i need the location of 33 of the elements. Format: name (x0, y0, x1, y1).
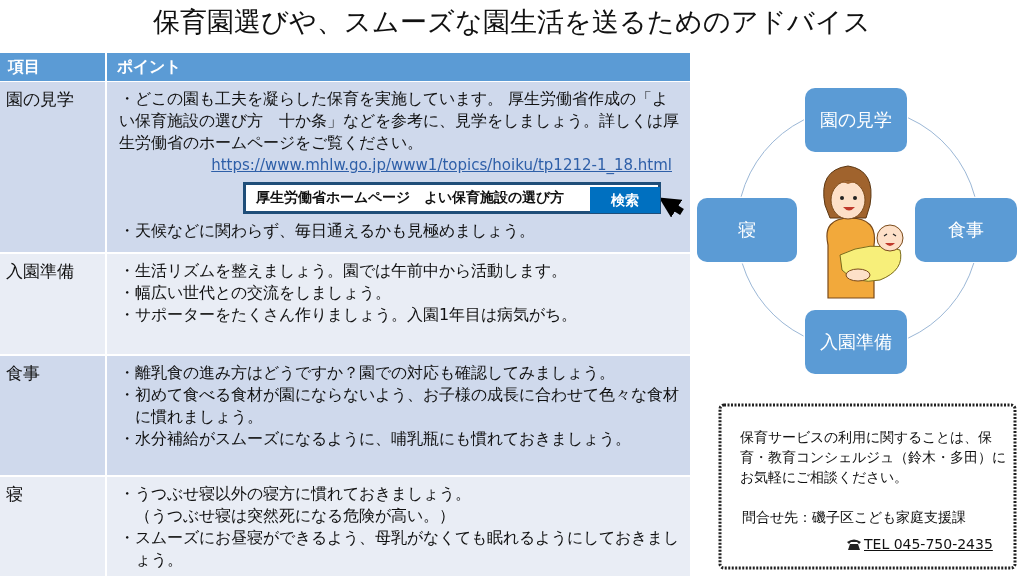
connector-arc (741, 263, 804, 337)
bullet-text: ・生活リズムを整えましょう。園では午前中から活動します。 (119, 260, 568, 282)
title: 保育園選びや、スムーズな園生活を送るためのアドバイス (152, 5, 872, 39)
contact-text: 問合せ先：磯子区こども家庭支援課 (742, 509, 966, 527)
table-header-cell: ポイント (107, 53, 690, 81)
bullet-text: ・スムーズにお昼寝ができるよう、母乳がなくても眠れるようにしておきましょう。 (119, 527, 680, 571)
bullet-text: ・サポーターをたくさん作りましょう。入園1年目は病気がち。 (119, 304, 579, 326)
bullet-text: ・どこの園も工夫を凝らした保育を実施しています。 厚生労働省作成の「よい保育施設の選び方 十か条」などを参考に、見学をしましょう。詳しくは厚生労働省のホームページをご覧ください。 (119, 88, 680, 154)
cycle-box: 食事 (915, 198, 1017, 262)
table-header-cell: 項目 (0, 53, 105, 81)
bullet-text: ・初めて食べる食材が園にならないよう、お子様の成長に合わせて色々な食材に慣れましょう。 (119, 384, 680, 428)
table-cell: 入園準備 (0, 254, 105, 354)
search-button: 検索 (590, 187, 660, 213)
search-text: 厚生労働省ホームページ よい保育施設の選び方 (256, 189, 564, 207)
table-cell: 園の見学 (0, 82, 105, 252)
connector-arc (907, 117, 976, 198)
bullet-text: ・水分補給がスムーズになるように、哺乳瓶にも慣れておきましょう。 (119, 428, 632, 450)
connector-arc (907, 262, 975, 339)
phone-number: TEL 045-750-2435 (864, 536, 993, 552)
bullet-text: ・天候などに関わらず、毎日通えるかも見極めましょう。 (119, 220, 536, 242)
bullet-text: （うつぶせ寝は突然死になる危険が高い。） (134, 505, 456, 527)
cycle-box: 入園準備 (805, 310, 907, 374)
search-bar (243, 182, 661, 214)
url-link: https://www.mhlw.go.jp/www1/topics/hoiku/tp1212-1_18.html (211, 156, 672, 174)
bullet-text: ・うつぶせ寝以外の寝方に慣れておきましょう。 (119, 483, 472, 505)
table-cell: 食事 (0, 356, 105, 475)
table-cell: 寝 (0, 477, 105, 576)
cycle-box: 寝 (697, 198, 797, 262)
contact-text: 保育サービスの利用に関することは、保育・教育コンシェルジュ（鈴木・多田）にお気軽にご相談ください。 (740, 428, 1007, 487)
bullet-text: ・離乳食の進み方はどうですか？園での対応も確認してみましょう。 (119, 362, 616, 384)
connector-arc (740, 119, 805, 198)
cycle-box: 園の見学 (805, 88, 907, 152)
bullet-text: ・幅広い世代との交流をしましょう。 (119, 282, 392, 304)
